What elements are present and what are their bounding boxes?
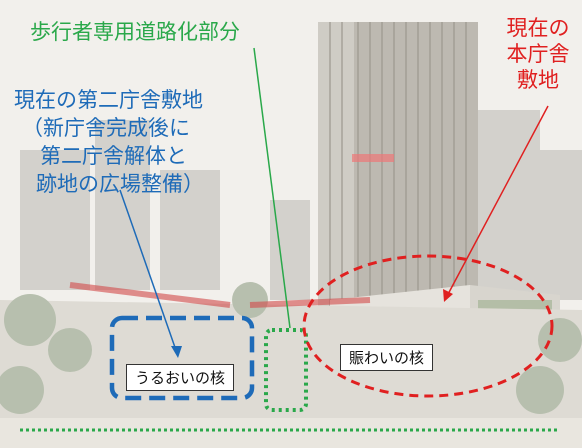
walkway-label: 歩行者専用道路化部分 — [30, 20, 240, 44]
main-site-leader-line — [445, 105, 549, 299]
second-site-arrowhead — [171, 346, 182, 358]
second-site-note-3: 跡地の広場整備） — [36, 172, 204, 196]
ground-plaza — [0, 300, 582, 448]
nigiwai-core-tag: 賑わいの核 — [340, 344, 434, 371]
trees — [0, 282, 582, 414]
second-site-label: 現在の第二庁舎敷地 — [14, 88, 203, 112]
second-site-highlight — [109, 315, 255, 401]
second-site-note-2: 第二庁舎解体と — [40, 144, 187, 168]
main-site-highlight — [302, 254, 554, 398]
main-site-label-2: 本庁舎 — [506, 42, 570, 66]
street — [0, 418, 582, 448]
walkway-leader-line — [253, 47, 291, 329]
uruoi-core-tag: うるおいの核 — [126, 364, 235, 391]
main-site-arrowhead — [443, 289, 453, 302]
second-site-note-1: （新庁舎完成後に — [22, 116, 190, 140]
second-site-leader-line — [119, 189, 179, 357]
background-buildings — [20, 110, 582, 300]
new-tower — [318, 22, 478, 312]
main-site-label-1: 現在の — [506, 16, 570, 40]
main-site-label-3: 敷地 — [517, 68, 559, 92]
walkway-highlight — [264, 328, 308, 412]
